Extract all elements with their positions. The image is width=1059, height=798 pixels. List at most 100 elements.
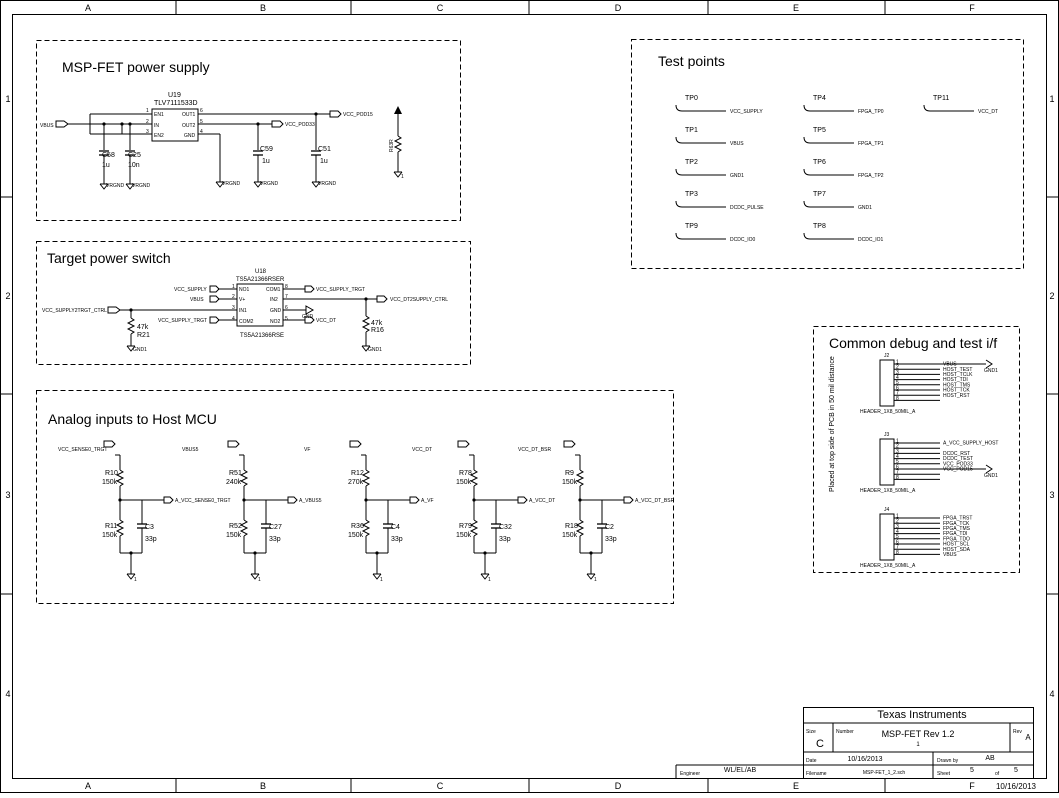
test-point-ref: TP7 bbox=[813, 191, 826, 198]
col-label-bottom: F bbox=[969, 781, 975, 791]
u19-ref: U19 bbox=[168, 92, 181, 99]
bottom-resistor-value: 150k bbox=[226, 532, 242, 539]
bottom-resistor-ref: R11 bbox=[105, 523, 117, 530]
test-point-symbol bbox=[675, 136, 726, 144]
target-switch-block: Target power switch U18 TS5A21366RSER TS… bbox=[36, 241, 471, 365]
test-point-net: FPGA_TP2 bbox=[858, 173, 884, 179]
size-label: Size bbox=[806, 729, 816, 735]
vcc-pod33-label: VCC_POD33 bbox=[285, 122, 315, 128]
output-port bbox=[287, 496, 298, 504]
header-pin-num: 4 bbox=[896, 454, 899, 460]
capacitor-value: 33p bbox=[269, 536, 281, 543]
input-port bbox=[227, 440, 240, 448]
capacitor-ref: C27 bbox=[269, 524, 282, 531]
test-point-ref: TP11 bbox=[933, 95, 949, 102]
u18-pin-num: 1 bbox=[232, 284, 235, 290]
test-point-ref: TP4 bbox=[813, 95, 826, 102]
c58-ref: C58 bbox=[102, 152, 115, 159]
capacitor-ref: C3 bbox=[145, 524, 154, 531]
test-point-symbol bbox=[803, 200, 854, 208]
header-ref: J3 bbox=[884, 432, 890, 438]
input-port bbox=[103, 440, 116, 448]
gnd1-label: 1 bbox=[401, 174, 404, 180]
bottom-resistor bbox=[239, 519, 249, 537]
u19-pin-num: 3 bbox=[146, 129, 149, 135]
r21-value: 47k bbox=[137, 324, 149, 331]
header-pin-num: 2 bbox=[896, 365, 899, 371]
gnd-arrow bbox=[985, 359, 993, 369]
footer-date: 10/16/2013 bbox=[996, 782, 1037, 791]
output-port bbox=[623, 496, 634, 504]
test-point-net: FPGA_TP1 bbox=[858, 141, 884, 147]
test-point-net: VCC_DT bbox=[978, 109, 998, 115]
u18-pin-num: 6 bbox=[285, 305, 288, 311]
test-point-list: TP0VCC_SUPPLYTP1VBUSTP2GND1TP3DCDC_PULSE… bbox=[675, 95, 998, 243]
test-point-net: GND1 bbox=[730, 173, 744, 179]
output-port bbox=[163, 496, 174, 504]
u19-pin-num: 5 bbox=[200, 119, 203, 125]
capacitor-value: 33p bbox=[391, 536, 403, 543]
test-point-symbol bbox=[803, 168, 854, 176]
row-label-right: 1 bbox=[1049, 94, 1054, 104]
c58-value: 1u bbox=[102, 162, 110, 169]
output-net-label: A_VCC_DT_BSR bbox=[635, 498, 675, 504]
target-switch-frame bbox=[36, 241, 471, 365]
header-pin-num: 1 bbox=[896, 359, 899, 365]
c59-ref: C59 bbox=[260, 146, 273, 153]
header-pin-net: HOST_RST bbox=[943, 393, 970, 399]
col-label-bottom: D bbox=[615, 781, 622, 791]
header-pin-num: 7 bbox=[896, 545, 899, 551]
header-pin-num: 8 bbox=[896, 550, 899, 556]
test-point-ref: TP9 bbox=[685, 223, 698, 230]
header-name: HEADER_1X8_50MIL_A bbox=[860, 563, 916, 569]
header-body bbox=[879, 438, 895, 486]
header-pin-net: HOST_TCK bbox=[943, 388, 970, 394]
header-pin-net: FPGA_TMS bbox=[943, 526, 971, 532]
c25-value: 10n bbox=[128, 162, 140, 169]
vcc-pod15-label: VCC_POD15 bbox=[343, 112, 373, 118]
u18-pin-num: 4 bbox=[232, 316, 235, 322]
row-label-left: 3 bbox=[5, 490, 10, 500]
sheet-value: 5 bbox=[970, 767, 974, 774]
date-value: 10/16/2013 bbox=[847, 756, 882, 763]
col-label-top: F bbox=[969, 3, 975, 13]
header-pin-net: DCDC_TEST bbox=[943, 456, 973, 462]
input-port bbox=[563, 440, 576, 448]
top-resistor-value: 150k bbox=[102, 479, 118, 486]
test-points-block: Test points TP0VCC_SUPPLYTP1VBUSTP2GND1T… bbox=[631, 39, 1024, 269]
top-resistor-ref: R51 bbox=[229, 470, 242, 477]
r21-resistor bbox=[126, 317, 136, 335]
filename-label: Filename bbox=[806, 771, 827, 777]
test-point-symbol bbox=[923, 104, 974, 112]
top-resistor bbox=[575, 469, 585, 487]
header-pin-net: HOST_TEST bbox=[943, 367, 972, 373]
bottom-resistor-value: 150k bbox=[562, 532, 578, 539]
rev-label: Rev bbox=[1013, 729, 1022, 735]
c51-ref: C51 bbox=[318, 146, 331, 153]
header-pin-net: HOST_SDA bbox=[943, 547, 971, 553]
header-pin-net: VCC_POD33 bbox=[943, 461, 973, 467]
u19-name: TLV7111533D bbox=[154, 100, 198, 107]
junction-dot bbox=[472, 498, 476, 502]
power-supply-wires bbox=[68, 113, 330, 184]
junction-dot bbox=[578, 498, 582, 502]
input-net-label: VF bbox=[304, 447, 310, 453]
power-supply-junctions bbox=[102, 112, 318, 126]
header-pin-net: HOST_TDI bbox=[943, 377, 968, 383]
header-pin-num: 6 bbox=[896, 385, 899, 391]
net-vcc-supply-trgt: VCC_SUPPLY_TRGT bbox=[158, 318, 207, 324]
debug-side-note: Placed at top side of PCB in 50 mil dist… bbox=[829, 356, 836, 492]
header-name: HEADER_1X8_50MIL_A bbox=[860, 488, 916, 494]
gnd1-label: GND1 bbox=[368, 347, 382, 353]
number-label: Number bbox=[836, 729, 854, 735]
header-pin-net: FPGA_TDO bbox=[943, 536, 970, 542]
junction-dot bbox=[242, 498, 246, 502]
top-resistor-value: 240k bbox=[226, 479, 242, 486]
test-point-net: VBUS bbox=[730, 141, 744, 147]
